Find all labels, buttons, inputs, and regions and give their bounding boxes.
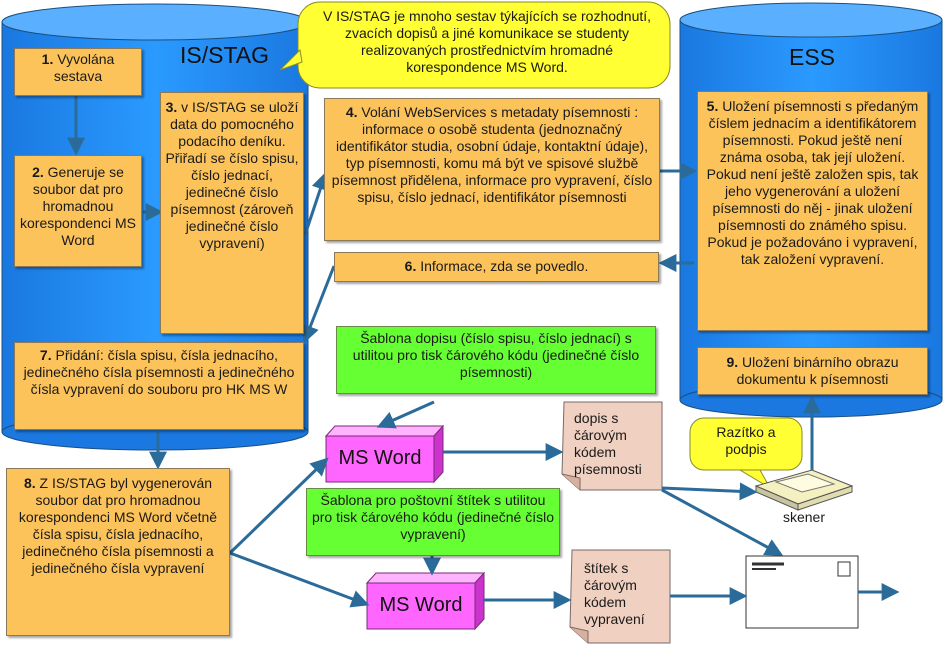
step-9-number: 9. [726, 354, 739, 370]
scanner-label: skener [782, 509, 826, 525]
flow-arrows [67, 96, 900, 609]
step-7-text: Přidání: čísla spisu, čísla jednacího, j… [23, 347, 295, 397]
step-5-box: 5. Uložení písemnosti s předaným číslem … [697, 91, 928, 331]
step-6-box: 6. Informace, zda se povedlo. [334, 252, 659, 282]
label-document-text: štítek s čárovým kódem vypravení [584, 560, 645, 627]
letter-document-text: dopis s čárovým kódem písemnosti [574, 410, 642, 477]
msword-label-2: MS Word [379, 594, 463, 616]
step-9-box: 9. Uložení binárního obrazu dokumentu k … [697, 347, 928, 395]
top-callout-text: V IS/STAG je mnoho sestav týkajících se … [322, 8, 652, 75]
step-7-box: 7. Přidání: čísla spisu, čísla jednacího… [14, 342, 304, 430]
step-8-number: 8. [23, 475, 36, 491]
stamp-callout-text: Razítko a podpis [716, 424, 776, 457]
step-3-text: v IS/STAG se uloží data do pomocného pod… [165, 99, 299, 251]
step-5-text: Uložení písemnosti s předaným číslem jed… [706, 98, 919, 267]
top-callout-shape [279, 1, 671, 89]
label-document-shape [569, 549, 671, 644]
scanner-shape [754, 469, 854, 511]
step-3-box: 3. v IS/STAG se uloží data do pomocného … [160, 92, 304, 334]
step-2-box: 2. Generuje se soubor dat pro hromadnou … [14, 155, 142, 267]
msword-box-2 [365, 571, 486, 631]
step-4-text: Volání WebServices s metadaty písemnosti… [331, 104, 653, 205]
step-4-box: 4. Volání WebServices s metadaty písemno… [324, 98, 660, 241]
letter-template-box: Šablona dopisu (číslo spisu, číslo jedna… [336, 326, 656, 394]
step-1-number: 1. [41, 51, 54, 67]
step-1-text: Vyvolána sestava [53, 51, 115, 84]
step-4-number: 4. [345, 104, 358, 120]
msword-label-1: MS Word [338, 447, 422, 469]
letter-document-shape [561, 401, 663, 491]
step-3-number: 3. [165, 99, 178, 115]
step-2-text: Generuje se soubor dat pro hromadnou kor… [20, 164, 136, 248]
step-7-number: 7. [39, 347, 52, 363]
isstag-label: IS/STAG [180, 42, 270, 68]
step-8-box: 8. Z IS/STAG byl vygenerován soubor dat … [6, 468, 230, 636]
step-6-number: 6. [404, 258, 417, 274]
ess-label: ESS [789, 44, 836, 70]
label-template-box: Šablona pro poštovní štítek s utilitou p… [306, 488, 560, 556]
step-5-number: 5. [706, 98, 719, 114]
step-1-box: 1. Vyvolána sestava [14, 48, 142, 96]
step-6-text: Informace, zda se povedlo. [416, 258, 589, 274]
envelope-shape [745, 555, 859, 629]
step-8-text: Z IS/STAG byl vygenerován soubor dat pro… [18, 475, 218, 576]
step-9-text: Uložení binárního obrazu dokumentu k pís… [736, 354, 899, 387]
msword-box-1 [324, 424, 445, 484]
stamp-callout-shape [689, 417, 803, 490]
step-2-number: 2. [32, 164, 44, 180]
